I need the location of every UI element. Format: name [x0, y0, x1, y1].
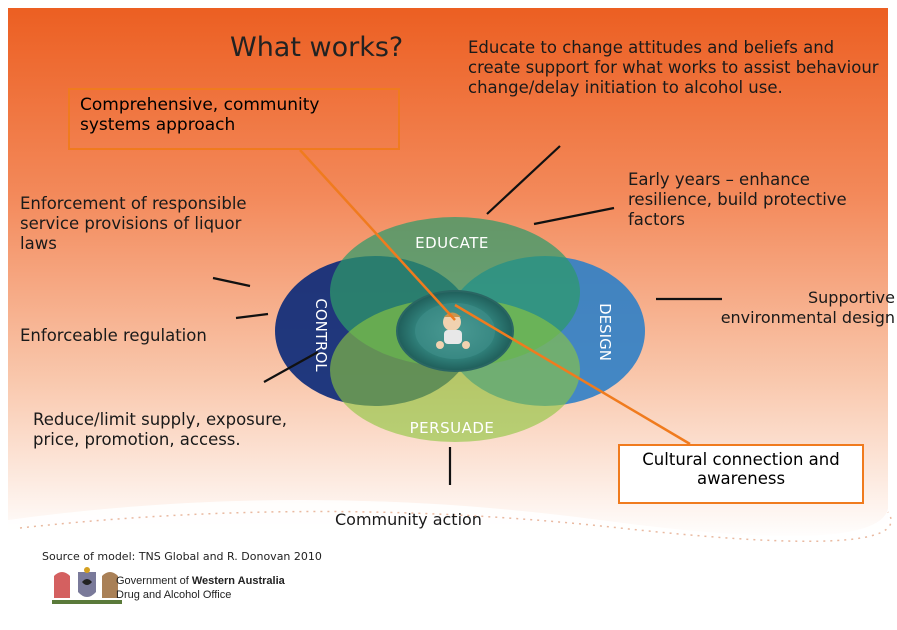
persuade-label: PERSUADE: [410, 419, 495, 437]
enforcement-note: Enforcement of responsible service provi…: [20, 194, 247, 254]
venn-diagram: [275, 217, 645, 442]
government-name: Government of Western Australia: [116, 575, 285, 587]
line-regulation: [235, 312, 269, 320]
dotted-wave: [19, 510, 892, 543]
orange-line-comprehensive: [299, 149, 456, 321]
orange-lines: [299, 149, 691, 446]
connector-lines: [212, 145, 722, 485]
enforceable-regulation-note: Enforceable regulation: [20, 326, 207, 345]
gov-state: Western Australia: [191, 575, 285, 587]
control-label: CONTROL: [312, 298, 330, 372]
educate-label: EDUCATE: [415, 234, 489, 252]
reduce-supply-note: Reduce/limit supply, exposure, price, pr…: [33, 410, 288, 450]
source-credit: Source of model: TNS Global and R. Donov…: [42, 550, 322, 563]
supportive-line-2: environmental design: [720, 307, 895, 327]
child-photo: [415, 303, 495, 359]
line-reduce: [263, 351, 319, 383]
community-action-note: Community action: [335, 510, 482, 529]
design-label: DESIGN: [596, 303, 614, 361]
coat-of-arms-icon: [52, 567, 122, 604]
orange-line-cultural: [454, 303, 691, 446]
educate-note: Educate to change attitudes and beliefs …: [468, 38, 879, 98]
supportive-design-note: Supportive environmental design: [665, 288, 895, 327]
early-years-note: Early years – enhance resilience, build …: [628, 170, 847, 230]
gov-prefix: Government of: [116, 575, 192, 587]
cultural-box: Cultural connection and awareness: [618, 444, 864, 504]
comprehensive-box: Comprehensive, community systems approac…: [68, 88, 400, 150]
government-logo: Government of Western Australia Drug and…: [40, 566, 360, 616]
line-educate: [486, 145, 561, 215]
line-early-years: [533, 206, 615, 226]
supportive-line-1: Supportive: [807, 288, 895, 307]
office-name: Drug and Alcohol Office: [116, 589, 232, 601]
bottom-wave: [8, 500, 889, 545]
slide-title: What works?: [230, 32, 404, 63]
line-enforcement: [212, 276, 251, 288]
